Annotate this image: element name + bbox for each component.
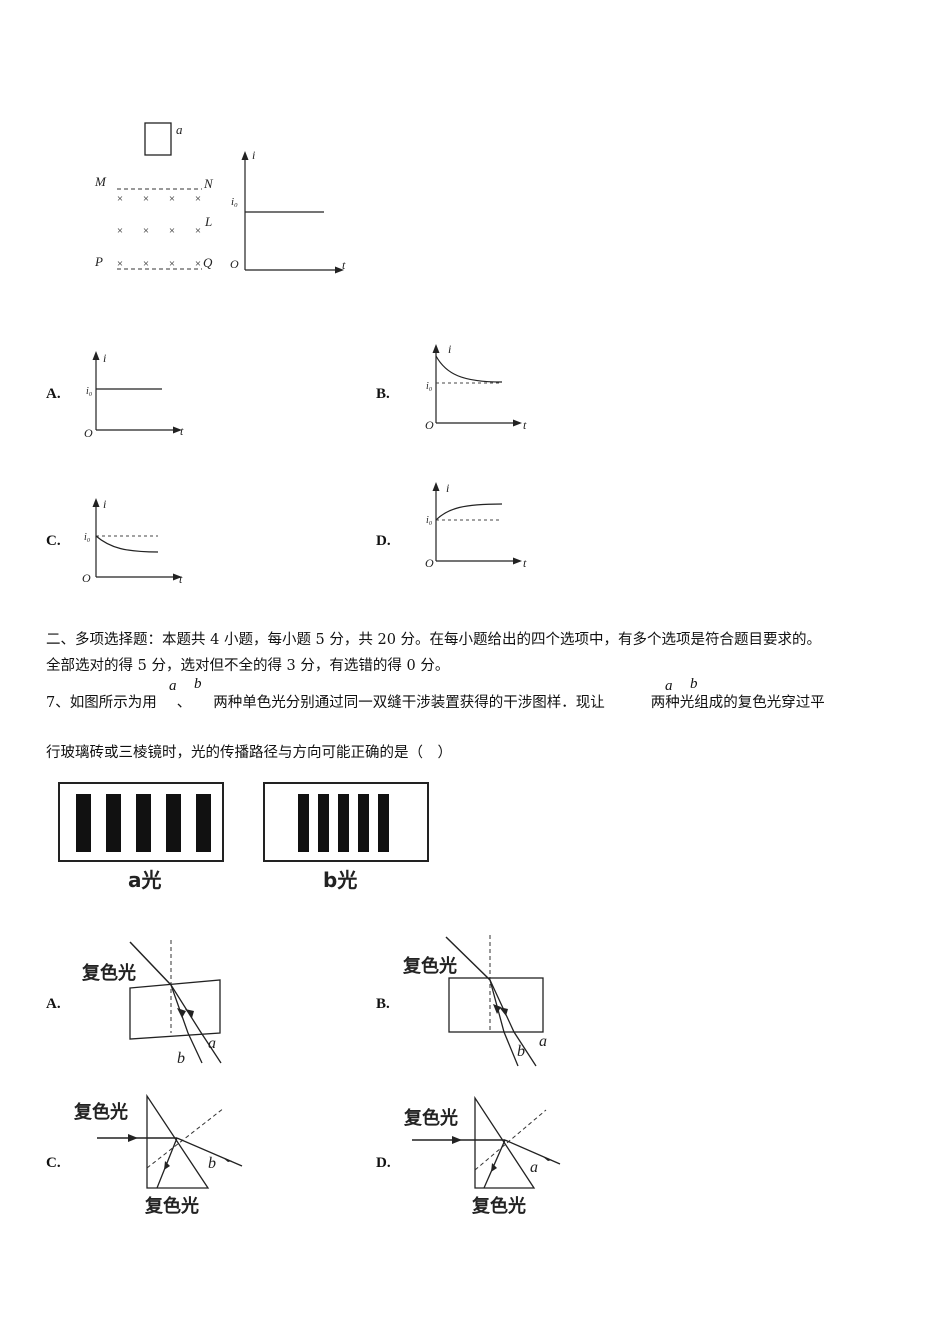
svg-text:O: O xyxy=(82,571,91,585)
q7-option-d-diagram[interactable]: 复色光 a 复色光 xyxy=(400,1090,580,1220)
q7-option-c-label[interactable]: C. xyxy=(46,1155,61,1171)
svg-text:t: t xyxy=(523,556,527,570)
svg-text:a: a xyxy=(539,1033,547,1050)
q6-option-b-label[interactable]: B. xyxy=(376,386,390,402)
svg-text:b: b xyxy=(517,1043,525,1060)
q7-option-c-diagram[interactable]: 复色光 b 复色光 xyxy=(72,1090,252,1220)
q7-option-a-label[interactable]: A. xyxy=(46,996,61,1012)
q6-field-figure: a M N L P Q × × × × × × × × × × × × xyxy=(94,122,214,270)
q7-symbol-a-1: a xyxy=(169,678,177,694)
q7-option-b-label[interactable]: B. xyxy=(376,996,390,1012)
loop-a-label: a xyxy=(176,122,183,137)
svg-text:复色光: 复色光 xyxy=(144,1195,199,1217)
q7-symbol-b-2: b xyxy=(690,676,698,692)
svg-text:b: b xyxy=(177,1050,185,1067)
fringe-pattern-b: b光 xyxy=(263,782,429,892)
svg-text:×: × xyxy=(169,193,175,205)
q6-option-d-label[interactable]: D. xyxy=(376,533,391,549)
q7-option-d-label[interactable]: D. xyxy=(376,1155,391,1171)
q6-option-b-graph[interactable]: i t O i₀ xyxy=(420,338,535,433)
label-L: L xyxy=(204,214,212,229)
loop-a xyxy=(144,122,172,156)
svg-text:t: t xyxy=(523,418,527,432)
svg-text:i: i xyxy=(446,481,449,495)
curve-decay-to-i0 xyxy=(435,355,503,383)
label-N: N xyxy=(203,176,214,191)
level-i0: i₀ xyxy=(231,196,238,208)
svg-text:复色光: 复色光 xyxy=(403,1107,458,1129)
label-P: P xyxy=(94,254,103,269)
svg-text:×: × xyxy=(143,225,149,237)
prism xyxy=(474,1095,536,1189)
svg-text:×: × xyxy=(117,193,123,205)
section2-instructions-line1: 二、多项选择题：本题共 4 小题，每小题 5 分，共 20 分。在每小题给出的四… xyxy=(46,632,822,648)
q7-symbol-a-2: a xyxy=(665,678,673,694)
q7-option-a-diagram[interactable]: 复色光 b a xyxy=(80,935,230,1070)
svg-text:×: × xyxy=(195,193,201,205)
svg-text:O: O xyxy=(425,556,434,570)
svg-text:复色光: 复色光 xyxy=(73,1101,128,1123)
svg-text:O: O xyxy=(425,418,434,432)
q7-option-b-diagram[interactable]: 复色光 b a xyxy=(400,930,560,1070)
q6-option-a-graph[interactable]: i t O i₀ xyxy=(80,345,195,440)
svg-text:×: × xyxy=(169,258,175,270)
svg-text:O: O xyxy=(84,426,93,440)
svg-text:i: i xyxy=(448,342,451,356)
q7-stem-line2: 行玻璃砖或三棱镜时，光的传播路径与方向可能正确的是（ ） xyxy=(46,745,452,761)
fringe-b-label: b光 xyxy=(323,868,357,892)
svg-text:×: × xyxy=(169,225,175,237)
svg-text:×: × xyxy=(195,258,201,270)
svg-text:a: a xyxy=(208,1035,216,1052)
magnetic-field-crosses: × × × × × × × × × × × × xyxy=(117,193,201,270)
q6-option-c-graph[interactable]: i t O i₀ xyxy=(80,492,195,587)
svg-text:×: × xyxy=(117,258,123,270)
svg-text:a: a xyxy=(530,1159,538,1176)
q6-reference-graph: i t O i₀ xyxy=(230,148,346,274)
axis-t: t xyxy=(342,258,346,272)
svg-text:复色光: 复色光 xyxy=(81,962,136,984)
fringe-a-label: a光 xyxy=(128,868,162,892)
svg-text:×: × xyxy=(195,225,201,237)
svg-text:t: t xyxy=(180,424,184,438)
origin-O: O xyxy=(230,257,239,271)
svg-text:i₀: i₀ xyxy=(86,386,93,397)
curve-rise-above-i0 xyxy=(435,503,503,521)
glass-slab xyxy=(129,979,221,1040)
svg-text:i: i xyxy=(103,497,106,511)
section2-instructions-line2: 全部选对的得 5 分，选对但不全的得 3 分，有选错的得 0 分。 xyxy=(46,658,450,674)
axis-i: i xyxy=(252,148,255,162)
q7-symbol-b-1: b xyxy=(194,676,202,692)
svg-text:复色光: 复色光 xyxy=(402,955,457,977)
q6-option-a-label[interactable]: A. xyxy=(46,386,61,402)
svg-text:复色光: 复色光 xyxy=(471,1195,526,1217)
svg-text:b: b xyxy=(208,1155,216,1172)
label-M: M xyxy=(94,174,107,189)
svg-text:i₀: i₀ xyxy=(426,381,433,392)
prism xyxy=(146,1093,210,1189)
svg-text:×: × xyxy=(143,193,149,205)
glass-slab xyxy=(448,977,544,1033)
q6-option-d-graph[interactable]: i t O i₀ xyxy=(420,476,535,571)
svg-text:i: i xyxy=(103,351,106,365)
fringe-pattern-a: a光 xyxy=(58,782,224,892)
label-Q: Q xyxy=(203,255,213,270)
curve-decay-below-i0 xyxy=(95,535,159,553)
svg-text:i₀: i₀ xyxy=(84,532,91,543)
svg-text:t: t xyxy=(179,572,183,586)
svg-text:i₀: i₀ xyxy=(426,515,433,526)
q7-stem-line1: 7、如图所示为用、两种单色光分别通过同一双缝干涉装置获得的干涉图样．现让两种光组… xyxy=(46,695,825,711)
svg-text:×: × xyxy=(143,258,149,270)
q6-option-c-label[interactable]: C. xyxy=(46,533,61,549)
svg-text:×: × xyxy=(117,225,123,237)
